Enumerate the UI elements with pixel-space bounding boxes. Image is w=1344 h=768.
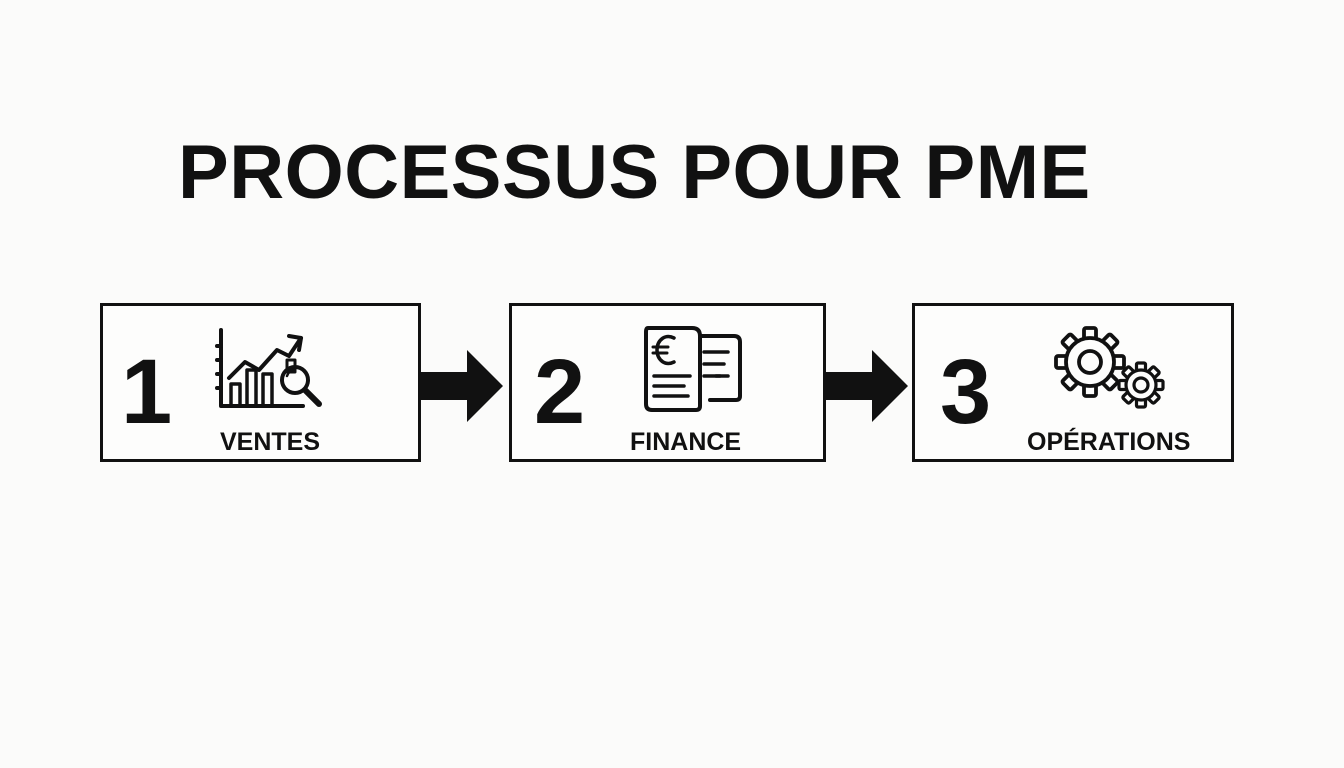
- diagram-title: PROCESSUS POUR PME: [178, 130, 1091, 215]
- step-number: 2: [534, 341, 586, 443]
- step-box-finance: 2 FINANCE: [509, 303, 826, 462]
- sales-chart-magnifier-icon: [215, 326, 327, 419]
- step-number: 1: [121, 341, 173, 443]
- step-box-ventes: 1: [100, 303, 421, 462]
- step-label: VENTES: [220, 428, 321, 456]
- step-label: FINANCE: [630, 428, 742, 456]
- euro-invoice-icon: [640, 322, 744, 417]
- arrow-right-icon: [421, 350, 505, 427]
- step-label: OPÉRATIONS: [1027, 428, 1191, 456]
- gears-icon: [1052, 324, 1172, 421]
- step-box-operations: 3: [912, 303, 1234, 462]
- arrow-right-icon: [826, 350, 910, 427]
- step-number: 3: [940, 341, 992, 443]
